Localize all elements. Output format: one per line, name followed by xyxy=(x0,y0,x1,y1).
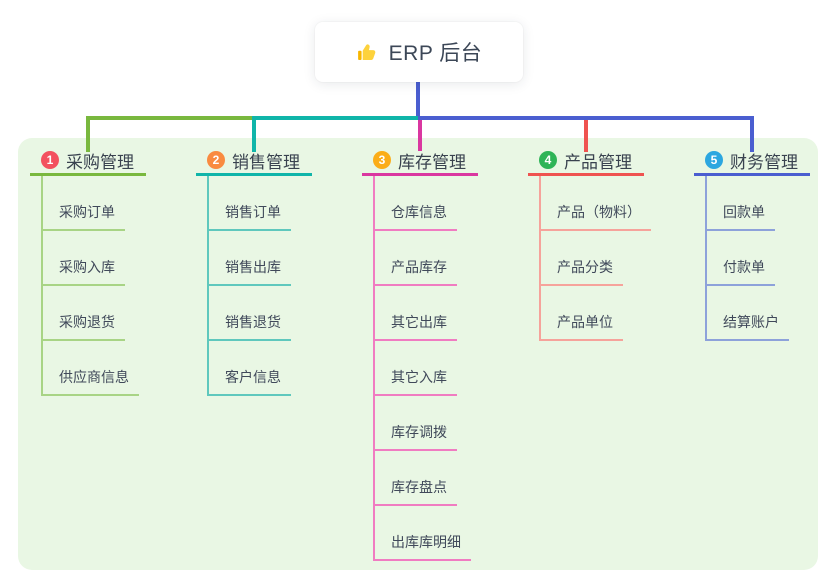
connector-branch2-drop xyxy=(252,116,256,152)
branch-item-label: 客户信息 xyxy=(225,369,281,385)
branch-item[interactable]: 仓库信息 xyxy=(375,176,457,231)
connector-branch5-drop xyxy=(750,116,754,152)
branch-item-label: 产品单位 xyxy=(557,314,613,330)
branch-item-label: 供应商信息 xyxy=(59,369,129,385)
branch-title-label: 财务管理 xyxy=(730,152,798,172)
branch-items: 产品（物料） 产品分类 产品单位 xyxy=(539,176,651,341)
branch-inventory: 3 库存管理 仓库信息 产品库存 其它出库 其它入库 库存调拨 库存盘点 出库库… xyxy=(362,138,478,561)
branch-item[interactable]: 结算账户 xyxy=(707,286,789,341)
branch-item-label: 其它入库 xyxy=(391,369,447,385)
branch-item-label: 采购入库 xyxy=(59,259,115,275)
branch-item[interactable]: 销售订单 xyxy=(209,176,291,231)
root-node[interactable]: ERP 后台 xyxy=(315,22,523,82)
branch-item[interactable]: 付款单 xyxy=(707,231,775,286)
mindmap-panel xyxy=(18,138,818,570)
branch-item[interactable]: 产品单位 xyxy=(541,286,623,341)
branch-item[interactable]: 销售退货 xyxy=(209,286,291,341)
branch-title-label: 产品管理 xyxy=(564,152,632,172)
connector-right-horizontal-blue xyxy=(418,116,754,120)
branch-item[interactable]: 其它入库 xyxy=(375,341,457,396)
branch-item[interactable]: 其它出库 xyxy=(375,286,457,341)
branch-item[interactable]: 销售出库 xyxy=(209,231,291,286)
branch-title[interactable]: 2 销售管理 xyxy=(196,138,312,176)
branch-title-label: 采购管理 xyxy=(66,152,134,172)
branch-item-label: 销售出库 xyxy=(225,259,281,275)
branch-item[interactable]: 出库库明细 xyxy=(375,506,471,561)
branch-item-label: 付款单 xyxy=(723,259,765,275)
branch-item[interactable]: 采购订单 xyxy=(43,176,125,231)
branch-item-label: 仓库信息 xyxy=(391,204,447,220)
branch-number-badge: 5 xyxy=(705,151,723,169)
branch-item[interactable]: 回款单 xyxy=(707,176,775,231)
branch-sales: 2 销售管理 销售订单 销售出库 销售退货 客户信息 xyxy=(196,138,312,396)
branch-item-label: 销售订单 xyxy=(225,204,281,220)
branch-title[interactable]: 5 财务管理 xyxy=(694,138,810,176)
branch-items: 销售订单 销售出库 销售退货 客户信息 xyxy=(207,176,312,396)
branch-items: 采购订单 采购入库 采购退货 供应商信息 xyxy=(41,176,146,396)
connector-root-vertical xyxy=(416,82,420,120)
branch-item[interactable]: 库存调拨 xyxy=(375,396,457,451)
branch-item[interactable]: 供应商信息 xyxy=(43,341,139,396)
branch-item[interactable]: 产品库存 xyxy=(375,231,457,286)
branch-item-label: 产品分类 xyxy=(557,259,613,275)
branch-item-label: 回款单 xyxy=(723,204,765,220)
branch-title-label: 库存管理 xyxy=(398,152,466,172)
branch-item[interactable]: 采购退货 xyxy=(43,286,125,341)
branch-purchase: 1 采购管理 采购订单 采购入库 采购退货 供应商信息 xyxy=(30,138,146,396)
branch-number-badge: 2 xyxy=(207,151,225,169)
branch-title-label: 销售管理 xyxy=(232,152,300,172)
branch-item[interactable]: 客户信息 xyxy=(209,341,291,396)
branch-title[interactable]: 1 采购管理 xyxy=(30,138,146,176)
connector-branch3-drop xyxy=(418,120,422,151)
branch-item[interactable]: 产品分类 xyxy=(541,231,623,286)
branch-items: 仓库信息 产品库存 其它出库 其它入库 库存调拨 库存盘点 出库库明细 xyxy=(373,176,478,561)
branch-item-label: 出库库明细 xyxy=(391,534,461,550)
connector-branch1-drop xyxy=(86,116,90,152)
branch-title[interactable]: 4 产品管理 xyxy=(528,138,644,176)
branch-item-label: 产品（物料） xyxy=(557,204,641,220)
branch-item[interactable]: 采购入库 xyxy=(43,231,125,286)
branch-item-label: 销售退货 xyxy=(225,314,281,330)
branch-item-label: 产品库存 xyxy=(391,259,447,275)
branch-item-label: 库存盘点 xyxy=(391,479,447,495)
branch-item-label: 采购退货 xyxy=(59,314,115,330)
connector-left-horizontal-teal xyxy=(254,116,420,120)
branch-product: 4 产品管理 产品（物料） 产品分类 产品单位 xyxy=(528,138,651,341)
branch-item-label: 库存调拨 xyxy=(391,424,447,440)
root-title: ERP 后台 xyxy=(388,42,483,65)
branch-items: 回款单 付款单 结算账户 xyxy=(705,176,810,341)
branch-item-label: 采购订单 xyxy=(59,204,115,220)
branch-number-badge: 3 xyxy=(373,151,391,169)
branch-title[interactable]: 3 库存管理 xyxy=(362,138,478,176)
connector-branch4-drop xyxy=(584,120,588,152)
branch-item[interactable]: 产品（物料） xyxy=(541,176,651,231)
connector-left-horizontal-green xyxy=(86,116,256,120)
branch-item-label: 其它出库 xyxy=(391,314,447,330)
branch-number-badge: 1 xyxy=(41,151,59,169)
branch-item-label: 结算账户 xyxy=(723,314,779,330)
branch-item[interactable]: 库存盘点 xyxy=(375,451,457,506)
branch-finance: 5 财务管理 回款单 付款单 结算账户 xyxy=(694,138,810,341)
thumbs-up-icon xyxy=(357,43,376,60)
branch-number-badge: 4 xyxy=(539,151,557,169)
